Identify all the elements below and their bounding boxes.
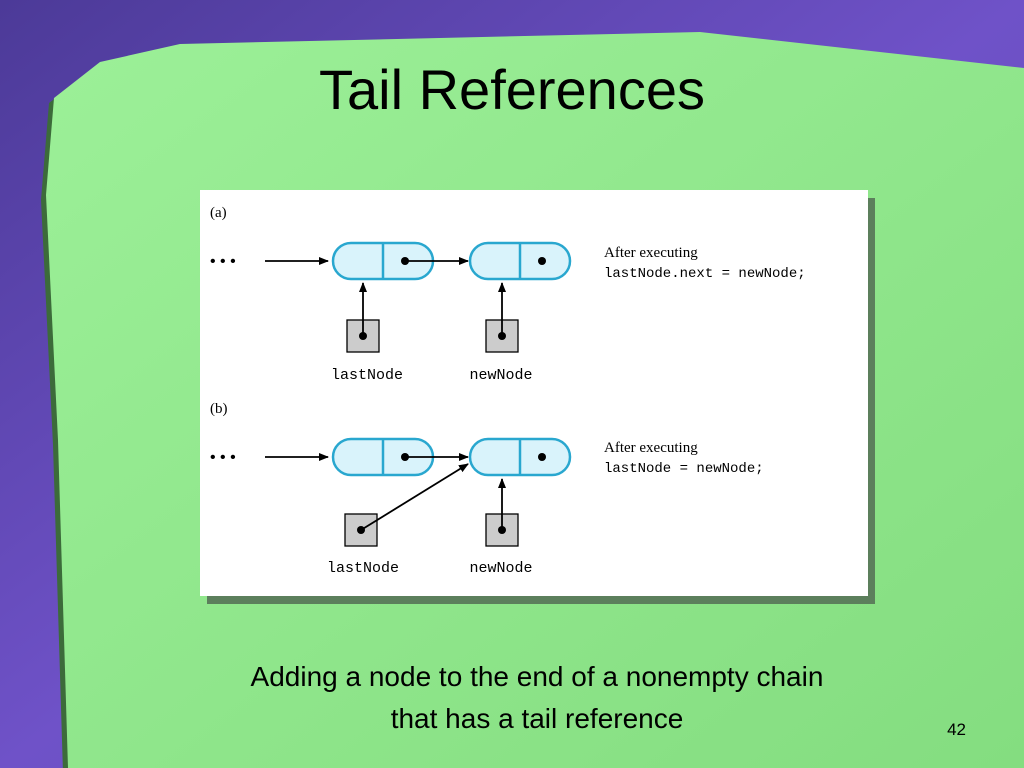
panel-a-note-line2: lastNode.next = newNode; — [604, 266, 806, 282]
panel-b: (b) • • • — [210, 401, 764, 577]
panel-a-newnode-label: newNode — [469, 367, 532, 384]
panel-b-note-line1: After executing — [604, 440, 698, 456]
panel-b-lastnode-label: lastNode — [327, 560, 399, 577]
linked-chain-figure: (a) • • • — [200, 190, 868, 596]
panel-a-lastnode-label: lastNode — [331, 367, 403, 384]
panel-a: (a) • • • — [210, 205, 806, 384]
panel-b-newnode-ref — [485, 478, 519, 547]
panel-b-note-line2: lastNode = newNode; — [604, 461, 764, 477]
panel-a-label: (a) — [210, 205, 227, 221]
caption-line-1: Adding a node to the end of a nonempty c… — [250, 661, 824, 692]
panel-b-newnode-label: newNode — [469, 560, 532, 577]
panel-a-lastnode-ref — [346, 282, 380, 353]
panel-a-note-line1: After executing — [604, 245, 698, 261]
slide-title: Tail References — [319, 58, 705, 121]
panel-a-ellipsis: • • • — [210, 253, 236, 270]
caption-line-2: that has a tail reference — [390, 703, 684, 734]
figure-svg: (a) • • • — [210, 205, 806, 577]
panel-a-newnode-ref — [485, 282, 519, 353]
panel-b-node-2 — [468, 437, 572, 477]
slide-caption: Adding a node to the end of a nonempty c… — [0, 656, 1024, 740]
panel-a-node-2 — [468, 241, 572, 281]
slide-number: 42 — [947, 720, 966, 739]
panel-b-label: (b) — [210, 401, 228, 417]
panel-b-lastnode-ref — [344, 463, 469, 547]
panel-b-ellipsis: • • • — [210, 449, 236, 466]
